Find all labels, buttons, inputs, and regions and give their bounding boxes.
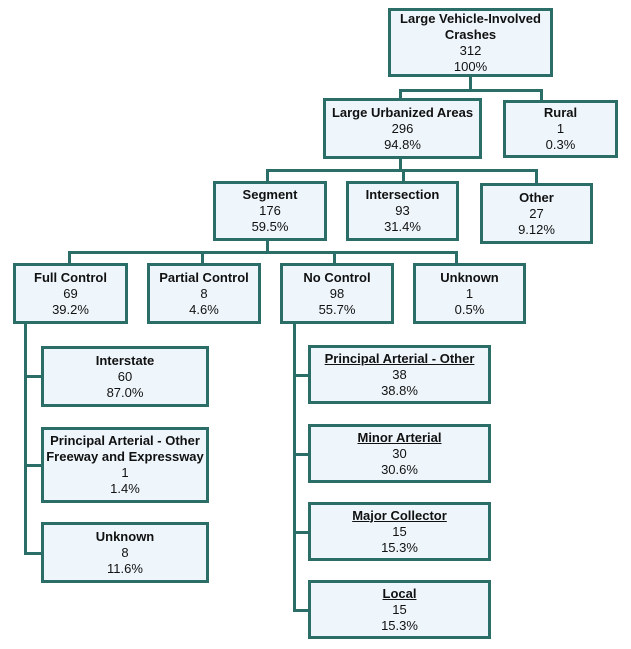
connector [469,76,472,90]
node-interstate: Interstate 60 87.0% [41,346,209,407]
node-pa-other: Principal Arterial - Other 38 38.8% [308,345,491,404]
connector [399,158,402,170]
connector [293,323,296,611]
node-rural: Rural 1 0.3% [503,100,618,158]
connector [266,169,536,172]
node-title: Large Urbanized Areas [331,104,474,120]
node-root: Large Vehicle-Involved Crashes 312 100% [388,8,553,77]
node-count: 176 [259,203,281,218]
node-count: 296 [391,120,414,136]
node-count: 27 [529,205,544,221]
connector [399,89,402,99]
node-title: Other [519,189,554,205]
node-title: Partial Control [159,269,249,285]
node-percent: 55.7% [318,301,356,317]
connector [399,89,541,92]
node-percent: 31.4% [384,219,421,234]
node-full-control: Full Control 69 39.2% [13,263,128,324]
node-percent: 38.8% [381,382,418,398]
node-major-collector: Major Collector 15 15.3% [308,502,491,561]
node-count: 1 [556,121,565,136]
node-percent: 39.2% [52,301,89,317]
node-percent: 87.0% [106,384,144,400]
node-title: Full Control [34,269,107,285]
connector [24,464,42,467]
node-count: 98 [329,285,345,301]
node-percent: 100% [453,58,488,74]
node-unknown-fc: Unknown 8 11.6% [41,522,209,583]
node-title: Principal Arterial - Other Freeway and E… [46,433,204,464]
node-local: Local 15 15.3% [308,580,491,639]
node-intersection: Intersection 93 31.4% [346,181,459,241]
node-count: 312 [459,42,482,58]
node-title: Minor Arterial [357,429,442,445]
connector [266,169,269,182]
node-count: 38 [392,366,407,382]
node-percent: 59.5% [251,219,289,234]
node-title: Large Vehicle-Involved Crashes [400,10,541,42]
node-unknown-access: Unknown 1 0.5% [413,263,526,324]
connector [201,251,204,264]
node-other: Other 27 9.12% [480,183,593,244]
connector [293,531,309,534]
node-pa-freeway: Principal Arterial - Other Freeway and E… [41,427,209,503]
connector [455,251,458,264]
connector [266,240,269,252]
node-title: Rural [543,105,578,120]
connector [24,323,27,554]
node-title: No Control [303,269,371,285]
node-segment: Segment 176 59.5% [213,181,327,241]
connector [293,374,309,377]
node-percent: 0.3% [545,137,576,152]
connector [68,251,71,264]
node-partial-control: Partial Control 8 4.6% [147,263,261,324]
connector [333,251,336,264]
node-count: 1 [465,285,474,301]
node-percent: 1.4% [110,481,140,496]
node-title: Principal Arterial - Other [324,350,475,366]
connector [24,375,42,378]
node-percent: 9.12% [518,221,555,237]
node-title: Major Collector [352,507,447,523]
node-count: 60 [117,368,133,384]
node-percent: 15.3% [381,539,418,555]
node-count: 1 [121,465,129,480]
node-percent: 94.8% [384,136,421,152]
node-title: Local [382,585,417,601]
node-percent: 4.6% [189,301,219,317]
node-title: Segment [242,187,298,202]
node-percent: 15.3% [381,617,418,633]
node-title: Interstate [95,352,155,368]
node-count: 69 [63,285,78,301]
node-count: 93 [395,203,410,218]
connector [535,169,538,184]
node-count: 8 [200,285,208,301]
node-no-control: No Control 98 55.7% [280,263,394,324]
node-urban: Large Urbanized Areas 296 94.8% [323,98,482,159]
connector [24,552,42,555]
node-title: Intersection [365,187,440,202]
connector [540,89,543,101]
node-count: 15 [392,601,407,617]
node-percent: 0.5% [454,301,485,317]
connector [293,609,309,612]
node-percent: 11.6% [107,560,143,576]
connector [402,169,405,182]
node-count: 30 [392,445,407,461]
connector [293,453,309,456]
node-minor-arterial: Minor Arterial 30 30.6% [308,424,491,483]
node-title: Unknown [95,528,155,544]
node-count: 8 [121,544,129,560]
node-percent: 30.6% [381,461,418,477]
node-count: 15 [392,523,407,539]
node-title: Unknown [440,269,499,285]
connector [68,251,456,254]
